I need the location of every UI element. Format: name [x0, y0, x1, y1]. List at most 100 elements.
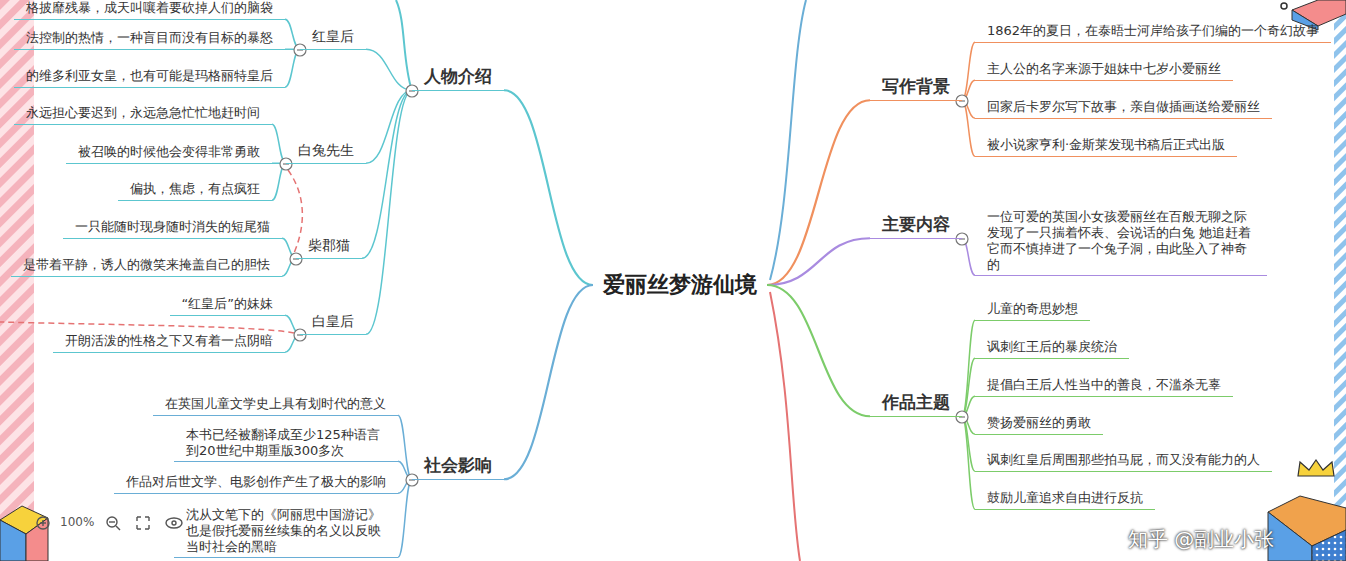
- branch-connector: [272, 163, 286, 200]
- branch-line-offscreen: [770, 292, 800, 561]
- topic-text: 作品对后世文学、电影创作产生了极大的影响: [126, 474, 386, 491]
- branch-connector: [962, 358, 975, 416]
- branch-connector: [285, 315, 300, 334]
- topic-text: 1862年的夏日，在泰晤士河岸给孩子们编的一个奇幻故事: [987, 23, 1319, 40]
- leaf-topic: 提倡白王后人性当中的善良，不滥杀无辜: [975, 377, 1233, 397]
- branch-connector: [366, 90, 412, 334]
- leaf-topic: 讽刺红王后的暴戾统治: [975, 339, 1129, 359]
- topic-text: 讽刺红皇后周围那些拍马屁，而又没有能力的人: [987, 452, 1260, 469]
- topic-text: 主要内容: [882, 213, 950, 235]
- leaf-topic: 讽刺红皇后周围那些拍马屁，而又没有能力的人: [975, 452, 1272, 472]
- topic-text: 一只能随时现身随时消失的短尾猫: [75, 219, 270, 236]
- topic-text: 回家后卡罗尔写下故事，亲自做插画送给爱丽丝: [987, 99, 1260, 116]
- topic-text: 永远担心要迟到，永远急急忙忙地赶时间: [26, 105, 260, 122]
- branch-line-offscreen: [770, 0, 806, 280]
- branch-connector: [962, 80, 975, 100]
- branch-connector: [962, 238, 975, 275]
- relation-dashed-line: [0, 322, 294, 333]
- toolbar-icons: [37, 517, 182, 530]
- leaf-topic: 一只能随时现身随时消失的短尾猫: [63, 219, 282, 239]
- topic-text: 爱丽丝梦游仙境: [603, 271, 757, 300]
- sub-topic: 白皇后: [300, 313, 366, 335]
- branch-connector: [282, 258, 296, 276]
- leaf-topic: 回家后卡罗尔写下故事，亲自做插画送给爱丽丝: [975, 99, 1272, 119]
- leaf-topic: 被召唤的时候他会变得非常勇敢: [66, 144, 272, 164]
- topic-text: 主人公的名字来源于姐妹中七岁小爱丽丝: [987, 61, 1221, 78]
- topic-text: 在英国儿童文学史上具有划时代的意义: [165, 396, 386, 413]
- branch-connector: [398, 479, 412, 557]
- topic-text: 人物介绍: [424, 65, 492, 87]
- branch-connector: [398, 415, 412, 479]
- topic-text: 格披靡残暴，成天叫嚷着要砍掉人们的脑袋: [26, 0, 273, 17]
- branch-connector: [366, 90, 412, 163]
- leaf-topic: 一位可爱的英国小女孩爱丽丝在百般无聊之际 发现了一只揣着怀表、会说话的白兔 她追…: [975, 209, 1267, 276]
- leaf-topic: 本书已经被翻译成至少125种语言 到20世纪中期重版300多次: [174, 427, 398, 462]
- leaf-topic: “红皇后”的妹妹: [170, 296, 285, 316]
- topic-text: 写作背景: [882, 75, 950, 97]
- topic-text: 被召唤的时候他会变得非常勇敢: [78, 144, 260, 161]
- topic-text: 的维多利亚女皇，也有可能是玛格丽特皇后: [26, 68, 273, 85]
- leaf-topic: 作品对后世文学、电影创作产生了极大的影响: [114, 474, 398, 494]
- leaf-topic: 沈从文笔下的《阿丽思中国游记》 也是假托爱丽丝续集的名义以反映当时社会的黑暗: [174, 507, 398, 558]
- central-topic: 爱丽丝梦游仙境: [593, 267, 767, 304]
- leaf-topic: 是带着平静，诱人的微笑来掩盖自己的胆怯: [11, 257, 282, 277]
- topic-text: 柴郡猫: [308, 237, 350, 255]
- branch-connector: [285, 49, 300, 87]
- branch-connector: [272, 124, 286, 163]
- branch-connector: [282, 238, 296, 258]
- topic-text: 是带着平静，诱人的微笑来掩盖自己的胆怯: [23, 257, 270, 274]
- branch-connector: [962, 396, 975, 416]
- topic-text: 一位可爱的英国小女孩爱丽丝在百般无聊之际 发现了一只揣着怀表、会说话的白兔 她追…: [987, 209, 1255, 273]
- branch-connector: [504, 90, 593, 285]
- sub-topic: 红皇后: [300, 28, 366, 50]
- leaf-topic: 格披靡残暴，成天叫嚷着要砍掉人们的脑袋: [14, 0, 285, 20]
- branch-topic: 主要内容: [870, 213, 962, 239]
- leaf-topic: 偏执，焦虑，有点疯狂: [118, 181, 272, 201]
- leaf-topic: 法控制的热情，一种盲目而没有目标的暴怒: [14, 30, 285, 50]
- topic-text: 儿童的奇思妙想: [987, 301, 1078, 318]
- topic-text: 白兔先生: [298, 142, 354, 160]
- topic-text: 开朗活泼的性格之下又有着一点阴暗: [65, 333, 273, 350]
- branch-connector: [398, 461, 412, 479]
- branch-topic: 写作背景: [870, 75, 962, 101]
- topic-text: 被小说家亨利·金斯莱发现书稿后正式出版: [987, 137, 1225, 154]
- branch-topic: 人物介绍: [412, 65, 504, 91]
- branch-topic: 作品主题: [870, 391, 962, 417]
- branch-connector: [962, 320, 975, 416]
- topic-text: 白皇后: [312, 313, 354, 331]
- topic-text: 赞扬爱丽丝的勇敢: [987, 415, 1091, 432]
- branch-connector: [285, 334, 300, 352]
- topic-text: 作品主题: [882, 391, 950, 413]
- leaf-topic: 鼓励儿童追求自由进行反抗: [975, 490, 1155, 510]
- leaf-topic: 儿童的奇思妙想: [975, 301, 1090, 321]
- branch-connector: [285, 19, 300, 49]
- topic-text: 提倡白王后人性当中的善良，不滥杀无辜: [987, 377, 1221, 394]
- topic-text: 本书已经被翻译成至少125种语言 到20世纪中期重版300多次: [186, 427, 386, 459]
- branch-connector: [767, 238, 870, 285]
- sub-topic: 柴郡猫: [296, 237, 362, 259]
- branch-connector: [366, 49, 412, 90]
- topic-text: 鼓励儿童追求自由进行反抗: [987, 490, 1143, 507]
- branch-connector: [504, 285, 593, 479]
- left-stripe-band: [0, 0, 34, 561]
- crown-icon: [1298, 460, 1334, 476]
- topic-text: 社会影响: [424, 454, 492, 476]
- leaf-topic: 的维多利亚女皇，也有可能是玛格丽特皇后: [14, 68, 285, 88]
- topic-text: “红皇后”的妹妹: [182, 296, 273, 313]
- leaf-topic: 主人公的名字来源于姐妹中七岁小爱丽丝: [975, 61, 1233, 81]
- watermark: 知乎 @副业小张: [1128, 526, 1274, 553]
- right-stripe-band: [1334, 0, 1346, 561]
- leaf-topic: 开朗活泼的性格之下又有着一点阴暗: [53, 333, 285, 353]
- leaf-topic: 在英国儿童文学史上具有划时代的意义: [153, 396, 398, 416]
- bottom-left-cube: [0, 506, 48, 561]
- leaf-topic: 被小说家亨利·金斯莱发现书稿后正式出版: [975, 137, 1237, 157]
- branch-line-offscreen: [396, 0, 412, 91]
- branch-topic: 社会影响: [412, 454, 504, 480]
- zoom-level: 100%: [60, 515, 94, 529]
- branch-connector: [767, 100, 870, 285]
- branch-connector: [962, 416, 975, 509]
- topic-text: 偏执，焦虑，有点疯狂: [130, 181, 260, 198]
- leaf-topic: 永远担心要迟到，永远急急忙忙地赶时间: [14, 105, 272, 125]
- topic-text: 沈从文笔下的《阿丽思中国游记》 也是假托爱丽丝续集的名义以反映当时社会的黑暗: [186, 507, 386, 555]
- topic-text: 红皇后: [312, 28, 354, 46]
